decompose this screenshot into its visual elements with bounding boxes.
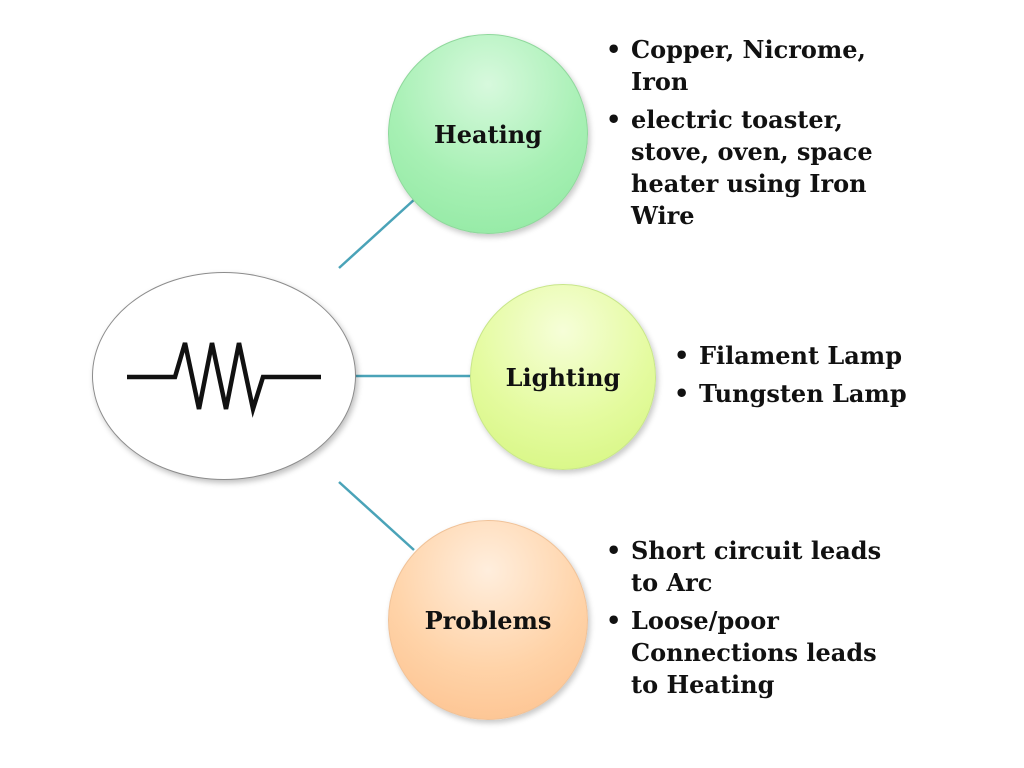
- list-item: Short circuit leads to Arc: [606, 535, 906, 599]
- lighting-bullet-list: Filament Lamp Tungsten Lamp: [674, 340, 1004, 416]
- node-lighting: Lighting: [470, 284, 656, 470]
- node-lighting-label: Lighting: [505, 362, 621, 392]
- node-heating-label: Heating: [434, 119, 542, 149]
- node-heating: Heating: [388, 34, 588, 234]
- center-node: [92, 272, 356, 480]
- list-item: Filament Lamp: [674, 340, 1004, 372]
- node-problems: Problems: [388, 520, 588, 720]
- list-item: Tungsten Lamp: [674, 378, 1004, 410]
- resistor-zigzag: [127, 342, 321, 418]
- list-item: Loose/poor Connections leads to Heating: [606, 605, 906, 701]
- resistor-symbol-icon: [127, 342, 321, 418]
- list-item: Copper, Nicrome, Iron: [606, 34, 906, 98]
- heating-bullet-list: Copper, Nicrome, Iron electric toaster, …: [606, 34, 906, 238]
- connector-heating: [338, 197, 417, 269]
- node-problems-label: Problems: [424, 605, 552, 635]
- problems-bullet-list: Short circuit leads to Arc Loose/poor Co…: [606, 535, 906, 707]
- list-item: electric toaster, stove, oven, space hea…: [606, 104, 906, 232]
- connector-problems: [338, 481, 415, 551]
